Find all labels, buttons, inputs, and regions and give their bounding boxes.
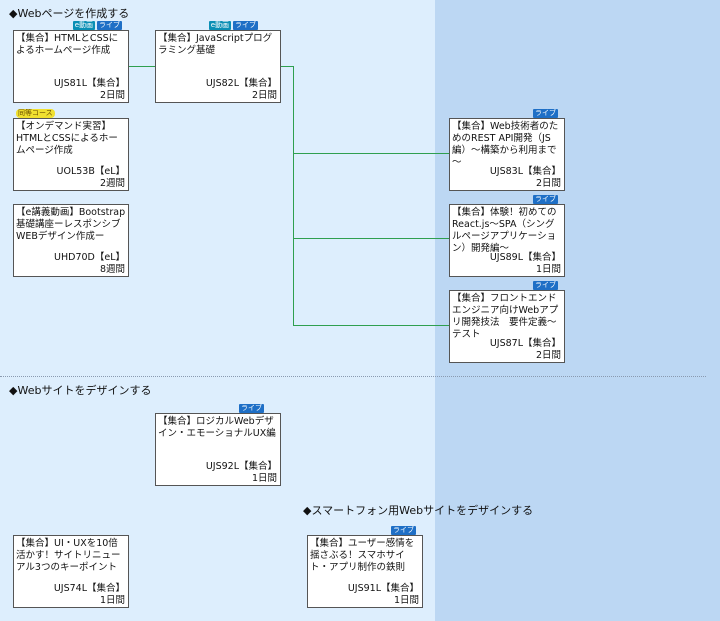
course-card-ujs83l[interactable]: ライブ 【集合】Web技術者のためのREST API開発（JS編）～構築から利用…: [449, 109, 565, 191]
live-badge: ライブ: [391, 526, 416, 535]
live-badge: ライブ: [533, 109, 558, 118]
course-duration: 1日間: [393, 595, 419, 606]
course-card-ujs92l[interactable]: ライブ 【集合】ロジカルWebデザイン・エモーショナルUX編 UJS92L【集合…: [155, 404, 281, 486]
section-divider: [0, 376, 706, 377]
equivalent-course-badge: 同等コース: [16, 109, 55, 118]
section-title-web-page: ◆Webページを作成する: [9, 7, 130, 20]
course-title: 【e講義動画】Bootstrap基礎講座ーレスポンシブWEBデザイン作成ー: [16, 207, 126, 242]
live-badge: ライブ: [533, 195, 558, 204]
course-title: 【集合】ユーザー感情を揺さぶる！スマホサイト・アプリ制作の鉄則: [310, 538, 415, 573]
course-card-uol53b[interactable]: 同等コース 【オンデマンド実習】HTMLとCSSによるホームページ作成 UOL5…: [13, 109, 129, 191]
card-badges: ライブ: [391, 526, 416, 535]
course-title: 【オンデマンド実習】HTMLとCSSによるホームページ作成: [16, 121, 118, 156]
course-duration: 2日間: [251, 90, 277, 101]
course-duration: 2日間: [535, 350, 561, 361]
course-code: UJS82L【集合】: [205, 78, 277, 89]
section-title-web-site: ◆Webサイトをデザインする: [9, 384, 152, 397]
course-duration: 1日間: [251, 473, 277, 484]
course-card-ujs81l[interactable]: e動画 ライブ 【集合】HTMLとCSSによるホームページ作成 UJS81L【集…: [13, 21, 129, 103]
course-duration: 2日間: [99, 90, 125, 101]
connector-ujs82l-out: [281, 66, 294, 67]
course-title: 【集合】JavaScriptプログラミング基礎: [158, 33, 273, 56]
course-card-ujs89l[interactable]: ライブ 【集合】体験！初めてのReact.js～SPA（シングルページアプリケー…: [449, 195, 565, 277]
live-badge: ライブ: [239, 404, 264, 413]
course-title: 【集合】体験！初めてのReact.js～SPA（シングルページアプリケーション）…: [452, 207, 557, 254]
course-card-ujs91l[interactable]: ライブ 【集合】ユーザー感情を揺さぶる！スマホサイト・アプリ制作の鉄則 UJS9…: [307, 526, 423, 608]
course-card-ujs87l[interactable]: ライブ 【集合】フロントエンドエンジニア向けWebアプリ開発技法 要件定義～テス…: [449, 281, 565, 363]
course-title: 【集合】フロントエンドエンジニア向けWebアプリ開発技法 要件定義～テスト: [452, 293, 559, 340]
course-duration: 2日間: [535, 178, 561, 189]
course-title: 【集合】UI・UXを10倍活かす！サイトリニューアル3つのキーポイント: [16, 538, 121, 573]
card-badges: ライブ: [533, 281, 558, 290]
card-badges: ライブ: [239, 404, 264, 413]
card-badges: e動画 ライブ: [72, 21, 122, 30]
course-code: UJS87L【集合】: [489, 338, 561, 349]
course-card-ujs74l[interactable]: 【集合】UI・UXを10倍活かす！サイトリニューアル3つのキーポイント UJS7…: [13, 535, 129, 608]
course-duration: 8週間: [99, 264, 125, 275]
course-title: 【集合】ロジカルWebデザイン・エモーショナルUX編: [158, 416, 276, 439]
course-title: 【集合】HTMLとCSSによるホームページ作成: [16, 33, 119, 56]
course-code: UOL53B【eL】: [56, 166, 125, 177]
course-code: UJS91L【集合】: [347, 583, 419, 594]
e-video-badge: e動画: [72, 21, 95, 30]
left-panel-background: [0, 0, 435, 621]
course-code: UJS92L【集合】: [205, 461, 277, 472]
section-title-smartphone: ◆スマートフォン用Webサイトをデザインする: [303, 504, 534, 517]
card-badges: ライブ: [533, 195, 558, 204]
course-code: UJS89L【集合】: [489, 252, 561, 263]
course-code: UJS74L【集合】: [53, 583, 125, 594]
course-card-ujs82l[interactable]: e動画 ライブ 【集合】JavaScriptプログラミング基礎 UJS82L【集…: [155, 21, 281, 103]
e-video-badge: e動画: [208, 21, 231, 30]
course-code: UHD70D【eL】: [54, 252, 125, 263]
connector-trunk: [293, 66, 294, 325]
card-badges: ライブ: [533, 109, 558, 118]
live-badge: ライブ: [97, 21, 122, 30]
live-badge: ライブ: [533, 281, 558, 290]
course-title: 【集合】Web技術者のためのREST API開発（JS編）～構築から利用まで～: [452, 121, 559, 168]
course-duration: 1日間: [99, 595, 125, 606]
course-code: UJS83L【集合】: [489, 166, 561, 177]
connector-to-ujs83l: [293, 153, 449, 154]
live-badge: ライブ: [233, 21, 258, 30]
card-badges: 同等コース: [16, 109, 55, 118]
connector-to-ujs89l: [293, 238, 449, 239]
connector-to-ujs87l: [293, 325, 449, 326]
course-duration: 1日間: [535, 264, 561, 275]
course-duration: 2週間: [99, 178, 125, 189]
connector-ujs81l-ujs82l: [129, 66, 155, 67]
course-card-uhd70d[interactable]: 【e講義動画】Bootstrap基礎講座ーレスポンシブWEBデザイン作成ー UH…: [13, 204, 129, 277]
card-badges: e動画 ライブ: [208, 21, 258, 30]
course-code: UJS81L【集合】: [53, 78, 125, 89]
